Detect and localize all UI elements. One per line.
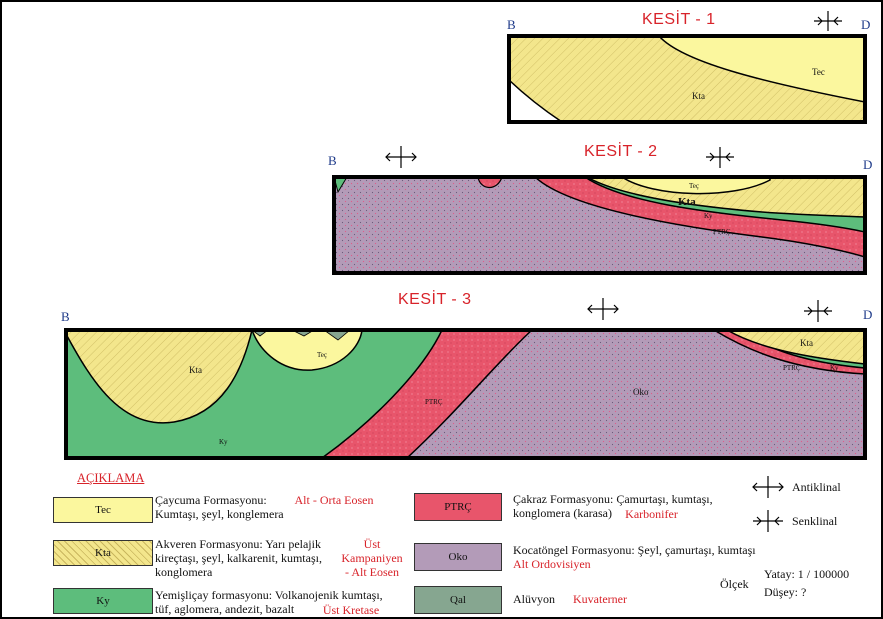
legend-age-ky: Üst Kretase <box>322 603 380 617</box>
s3-kta-right-label: Kta <box>800 338 813 348</box>
legend-title: AÇIKLAMA <box>77 471 145 485</box>
legend-desc-ky: Yemişliçay formasyonu: Volkanojenik kumt… <box>155 588 383 616</box>
legend-desc-kta: Akveren Formasyonu: Yarı pelajik kireçta… <box>155 537 322 579</box>
section-3-drawing <box>64 298 867 460</box>
section-1-right-label: D <box>861 17 871 32</box>
s1-kta-label: Kta <box>692 91 705 101</box>
anticline-legend-label: Antiklinal <box>792 480 841 494</box>
s3-kta-left-label: Kta <box>189 365 202 375</box>
syncline-legend-label: Senklinal <box>792 514 838 528</box>
syncline-symbol-s3 <box>804 300 832 322</box>
section-2-left-label: B <box>328 153 337 168</box>
s3-ptrc-label: PTRÇ <box>425 398 443 406</box>
scale-vertical: Düşey: ? <box>764 585 807 599</box>
legend-swatch-ptrc: PTRÇ <box>414 493 502 521</box>
section-3-right-label: D <box>863 307 873 322</box>
legend-swatch-ky: Ky <box>53 588 153 614</box>
s3-tec-label: Teç <box>317 351 328 359</box>
legend-swatch-tec: Tec <box>53 497 153 523</box>
s3-oko-label: Oko <box>633 387 649 397</box>
section-2-frame <box>332 175 867 275</box>
section-3-title: KESİT - 3 <box>398 291 472 308</box>
legend-age-ptrc: Karbonifer <box>625 507 678 521</box>
tec-layer-s2 <box>620 177 771 195</box>
s1-tec-label: Tec <box>812 67 825 77</box>
legend-age-oko: Alt Ordovisiyen <box>513 557 591 571</box>
anticline-symbol-s3 <box>587 298 619 320</box>
section-1-title: KESİT - 1 <box>642 11 716 28</box>
legend-swatch-oko: Oko <box>414 543 502 571</box>
s2-tec-label: Teç <box>689 182 700 190</box>
section-1-frame <box>507 34 867 124</box>
legend-desc-qal: Alüvyon <box>513 592 555 606</box>
section-1-left-label: B <box>507 17 516 32</box>
legend-age-kta: Üst Kampaniyen - Alt Eosen <box>341 537 403 579</box>
legend-desc-ptrc: Çakraz Formasyonu: Çamurtaşı, kumtaşı, k… <box>513 492 713 520</box>
s2-ptrc-label: PTRÇ <box>713 228 731 236</box>
tec-layer-s3 <box>251 330 363 371</box>
s2-ky-label: Ky <box>704 212 713 220</box>
section-3-frame <box>64 328 867 460</box>
kta-layer-s3 <box>66 330 253 424</box>
scale-label: Ölçek <box>720 577 749 591</box>
section-2-title: KESİT - 2 <box>584 143 658 160</box>
s3-ky-right-label: Ky <box>830 364 839 372</box>
s2-kta-label: Kta <box>678 196 696 208</box>
tec-layer-s1 <box>509 36 865 103</box>
section-2-drawing <box>332 146 867 275</box>
legend-anticline-symbol <box>752 476 784 498</box>
legend-syncline-symbol <box>753 510 783 532</box>
section-2-right-label: D <box>863 157 873 172</box>
s3-ptrc-right-label: PTRÇ <box>783 364 801 372</box>
legend-age-tec: Alt - Orta Eosen <box>294 493 374 507</box>
anticline-symbol-s2 <box>385 146 417 168</box>
legend-swatch-kta: Kta <box>53 540 153 566</box>
section-1-drawing <box>507 11 867 124</box>
legend-age-qal: Kuvaterner <box>573 592 627 606</box>
legend-swatch-qal: Qal <box>414 586 502 614</box>
syncline-symbol-s2 <box>706 147 734 168</box>
scale-horizontal: Yatay: 1 / 100000 <box>764 567 850 581</box>
syncline-symbol-s1 <box>814 11 842 31</box>
legend-desc-oko: Kocatöngel Formasyonu: Şeyl, çamurtaşı, … <box>513 543 756 557</box>
legend-desc-tec: Çaycuma Formasyonu: Kumtaşı, şeyl, kongl… <box>155 493 284 521</box>
section-3-left-label: B <box>61 309 70 324</box>
s3-ky-label: Ky <box>219 438 228 446</box>
